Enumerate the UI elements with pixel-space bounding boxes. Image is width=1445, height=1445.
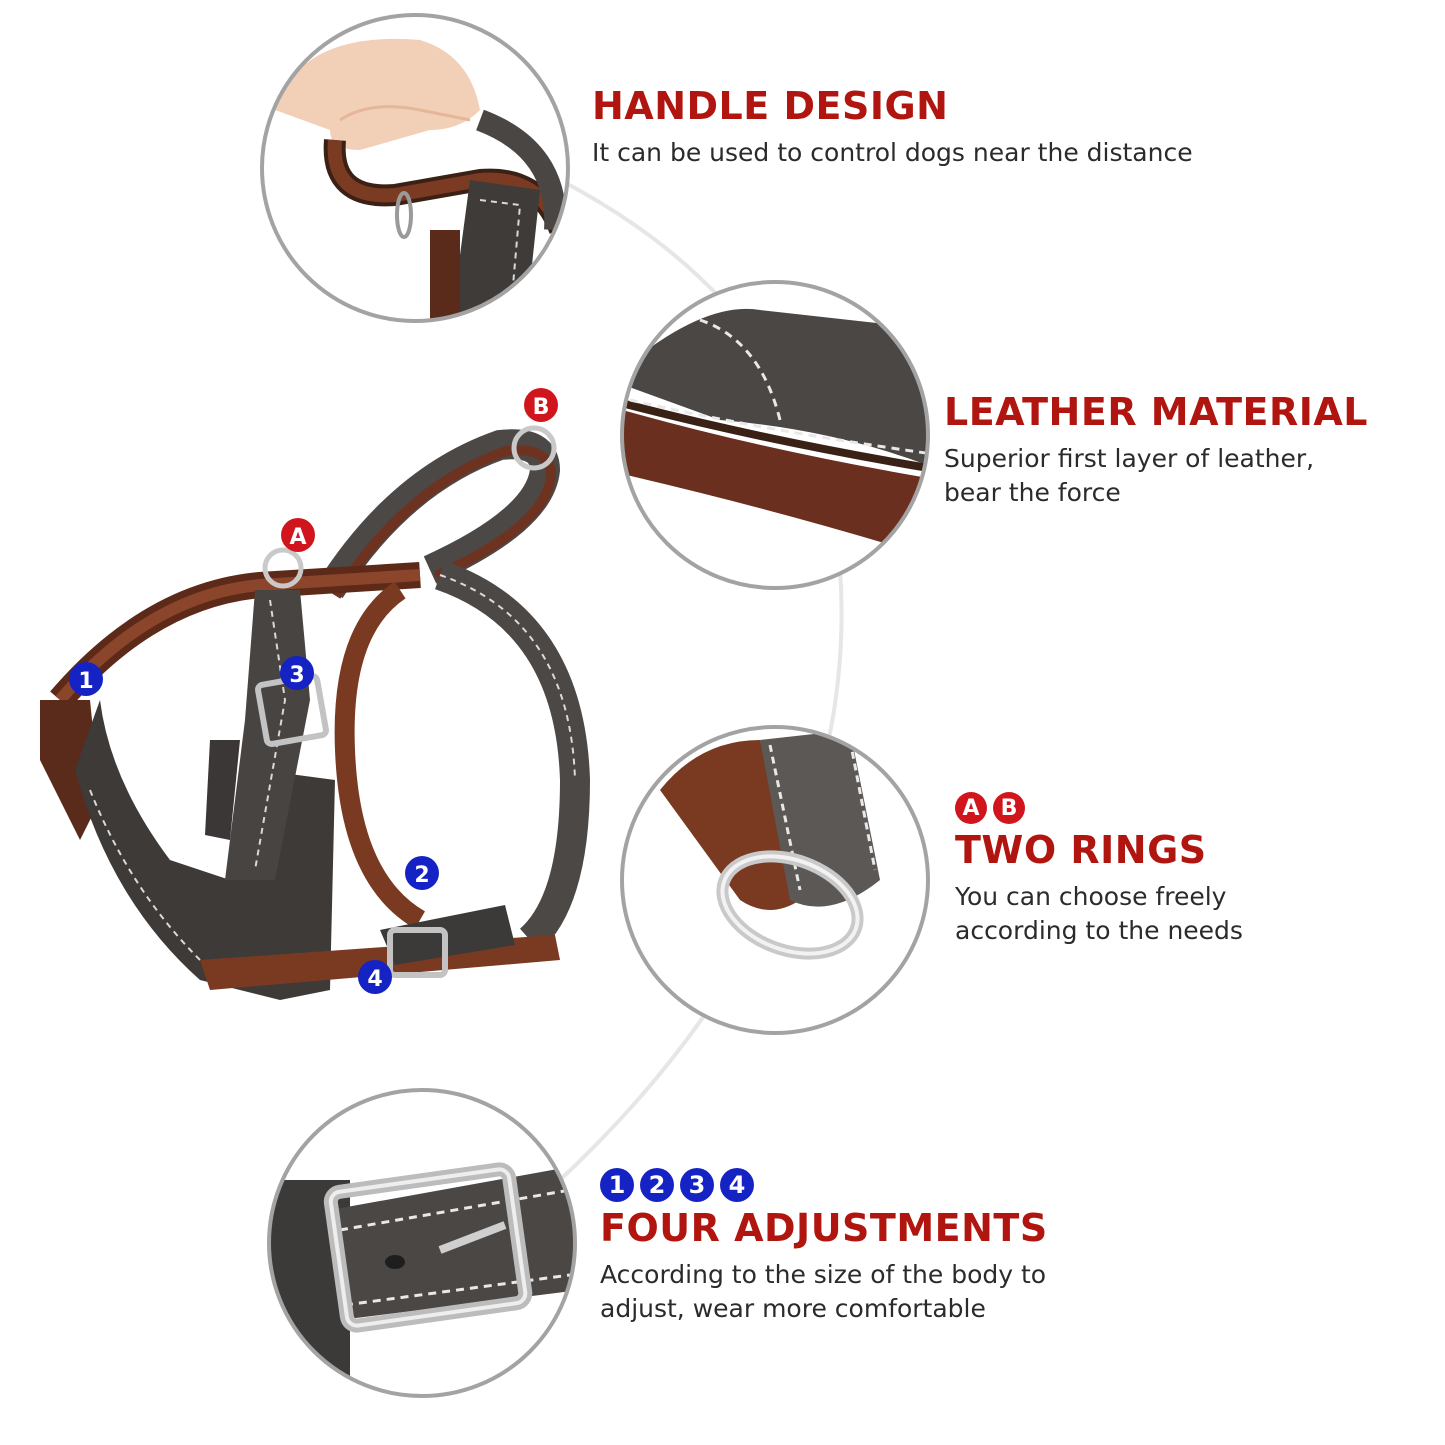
adjuster-badge-2: 2 [640,1168,674,1202]
ring-badge-a: A [955,792,987,824]
svg-text:4: 4 [367,967,382,992]
svg-text:2: 2 [414,863,429,888]
adjuster-badge-4: 4 [720,1168,754,1202]
handle-detail-image [260,13,570,323]
adjuster-badge-1: 1 [600,1168,634,1202]
svg-text:1: 1 [78,669,93,694]
feature-description: You can choose freely according to the n… [955,881,1243,946]
adjuster-badge-3: 3 [680,1168,714,1202]
feature-description: Superior first layer of leather, bear th… [944,443,1315,508]
feature-title: TWO RINGS [955,828,1207,872]
feature-handle-design: HANDLE DESIGN It can be used to control … [592,84,1193,170]
feature-title: LEATHER MATERIAL [944,390,1368,434]
ring-marker-a: A [281,518,315,552]
rings-detail-image [620,725,930,1035]
buckle-detail-image [267,1088,577,1398]
feature-title: HANDLE DESIGN [592,84,949,128]
leather-detail-image [620,280,930,590]
feature-description: According to the size of the body to adj… [600,1259,1047,1324]
feature-four-adjustments: 1 2 3 4 FOUR ADJUSTMENTS According to th… [600,1168,1048,1327]
adjuster-marker-4: 4 [358,960,392,994]
harness-product-image [40,425,591,1000]
adjuster-marker-1: 1 [69,662,103,696]
adjuster-marker-2: 2 [405,856,439,890]
ring-badges: A B [955,792,1243,824]
svg-text:B: B [533,395,550,420]
feature-title: FOUR ADJUSTMENTS [600,1206,1048,1250]
ring-marker-b: B [524,388,558,422]
feature-two-rings: A B TWO RINGS You can choose freely acco… [955,792,1243,949]
feature-description: It can be used to control dogs near the … [592,137,1193,167]
feature-leather-material: LEATHER MATERIAL Superior first layer of… [944,390,1368,511]
adjuster-marker-3: 3 [280,656,314,690]
svg-text:3: 3 [289,663,304,688]
svg-text:A: A [289,525,306,550]
adjuster-badges: 1 2 3 4 [600,1168,1048,1202]
ring-badge-b: B [993,792,1025,824]
